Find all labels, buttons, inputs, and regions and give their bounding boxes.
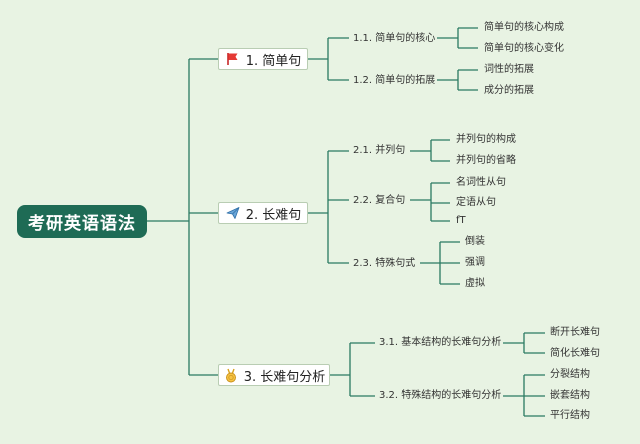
subtopic-2-2[interactable]: 2.2. 复合句 bbox=[353, 195, 406, 206]
leaf-node[interactable]: 分裂结构 bbox=[550, 369, 590, 380]
leaf-node[interactable]: 断开长难句 bbox=[550, 327, 600, 338]
topic-label: 2. 长难句 bbox=[245, 207, 302, 223]
topic-label: 1. 简单句 bbox=[245, 53, 302, 69]
topic-simple-sentence[interactable]: 1. 简单句 bbox=[218, 48, 308, 70]
paper-plane-icon bbox=[225, 205, 241, 221]
topic-long-sentence-analysis[interactable]: 3. 长难句分析 bbox=[218, 364, 330, 386]
subtopic-1-1[interactable]: 1.1. 简单句的核心 bbox=[353, 33, 436, 44]
leaf-node[interactable]: 简单句的核心变化 bbox=[484, 43, 564, 54]
root-node[interactable]: 考研英语语法 bbox=[17, 205, 147, 238]
subtopic-3-2[interactable]: 3.2. 特殊结构的长难句分析 bbox=[379, 390, 502, 401]
topic-long-sentence[interactable]: 2. 长难句 bbox=[218, 202, 308, 224]
subtopic-2-3[interactable]: 2.3. 特殊句式 bbox=[353, 258, 416, 269]
leaf-node[interactable]: fT bbox=[456, 215, 466, 226]
leaf-node[interactable]: 成分的拓展 bbox=[484, 85, 534, 96]
leaf-node[interactable]: 并列句的构成 bbox=[456, 134, 516, 145]
leaf-node[interactable]: 嵌套结构 bbox=[550, 390, 590, 401]
leaf-node[interactable]: 平行结构 bbox=[550, 410, 590, 421]
subtopic-3-1[interactable]: 3.1. 基本结构的长难句分析 bbox=[379, 337, 502, 348]
leaf-node[interactable]: 简单句的核心构成 bbox=[484, 22, 564, 33]
leaf-node[interactable]: 词性的拓展 bbox=[484, 64, 534, 75]
leaf-node[interactable]: 简化长难句 bbox=[550, 348, 600, 359]
leaf-node[interactable]: 并列句的省略 bbox=[456, 155, 516, 166]
leaf-node[interactable]: 倒装 bbox=[465, 236, 485, 247]
topic-label: 3. 长难句分析 bbox=[243, 369, 326, 385]
red-flag-icon bbox=[225, 51, 241, 67]
medal-icon bbox=[223, 367, 239, 383]
leaf-node[interactable]: 定语从句 bbox=[456, 197, 496, 208]
leaf-node[interactable]: 虚拟 bbox=[465, 278, 485, 289]
subtopic-1-2[interactable]: 1.2. 简单句的拓展 bbox=[353, 75, 436, 86]
subtopic-2-1[interactable]: 2.1. 并列句 bbox=[353, 145, 406, 156]
leaf-node[interactable]: 强调 bbox=[465, 257, 485, 268]
leaf-node[interactable]: 名词性从句 bbox=[456, 177, 506, 188]
root-label: 考研英语语法 bbox=[28, 214, 136, 234]
